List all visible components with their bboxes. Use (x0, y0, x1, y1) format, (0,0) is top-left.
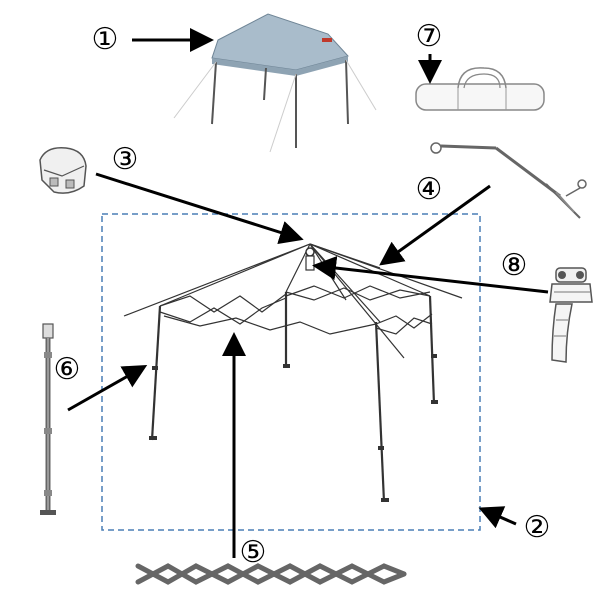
callout-6: ⑥ (53, 352, 81, 387)
callout-1: ① (91, 22, 119, 57)
arrow-4 (379, 184, 491, 266)
top-hub-icon (39, 147, 87, 194)
callout-7: ⑦ (415, 19, 443, 54)
hub-cap-icon (549, 267, 593, 363)
callout-3: ③ (111, 142, 139, 177)
callout-arrows (67, 28, 549, 558)
truss-pole-icon (430, 142, 587, 219)
callout-8: ⑧ (500, 248, 528, 283)
leg-pole-icon (40, 323, 56, 515)
frame-outline-box (101, 213, 481, 531)
arrow-8 (312, 256, 549, 294)
arrow-2 (478, 506, 517, 529)
callout-2: ② (523, 510, 551, 545)
scissor-truss-icon (135, 563, 407, 585)
callout-4: ④ (415, 172, 443, 207)
arrow-6 (67, 365, 148, 412)
callout-5: ⑤ (239, 535, 267, 570)
gazebo-frame (123, 243, 463, 503)
assembled-canopy-icon (173, 13, 377, 153)
carry-bag-icon (415, 67, 545, 111)
arrow-3 (95, 172, 304, 245)
